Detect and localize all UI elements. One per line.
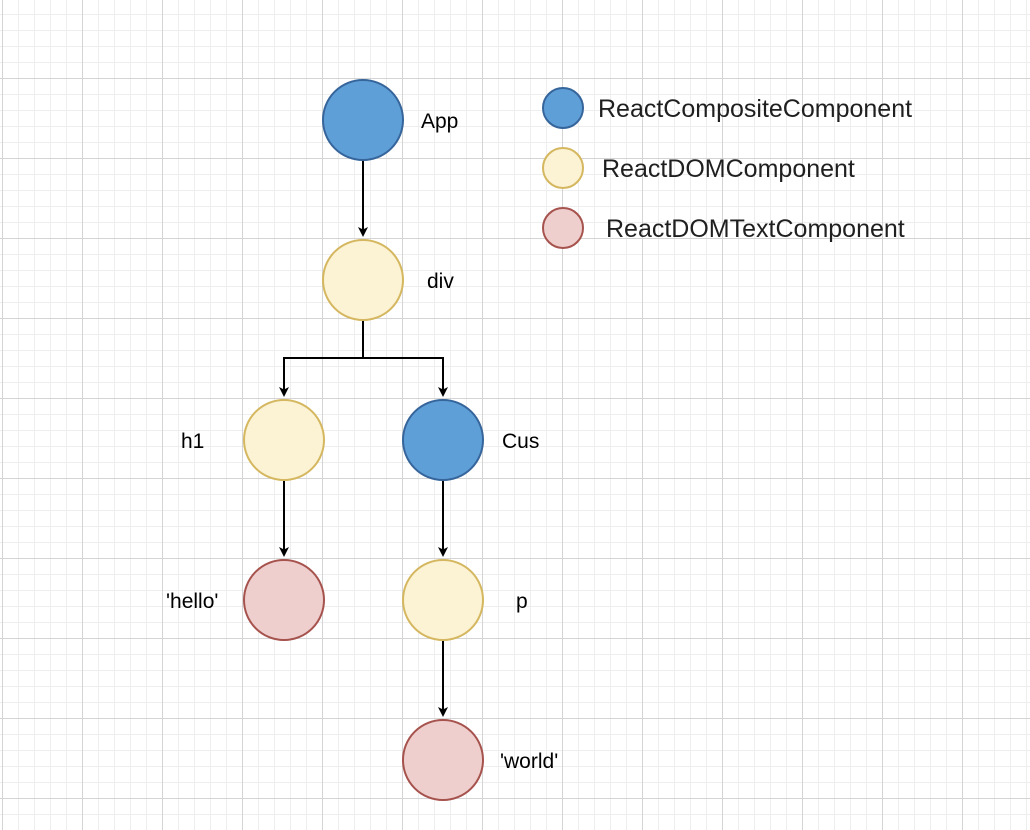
node-world-label: 'world' xyxy=(500,750,558,773)
node-app-circle[interactable] xyxy=(322,79,404,161)
legend-swatch-text xyxy=(542,207,584,249)
node-h1-label: h1 xyxy=(181,430,204,453)
node-div-circle[interactable] xyxy=(322,239,404,321)
legend-label-dom: ReactDOMComponent xyxy=(602,155,855,183)
legend-swatch-composite xyxy=(542,87,584,129)
node-div[interactable]: div xyxy=(322,239,454,321)
legend-label-text: ReactDOMTextComponent xyxy=(606,215,905,243)
legend: ReactCompositeComponent ReactDOMComponen… xyxy=(542,87,912,249)
node-hello[interactable]: 'hello' xyxy=(166,559,325,641)
node-p[interactable]: p xyxy=(402,559,528,641)
node-p-circle[interactable] xyxy=(402,559,484,641)
node-h1-circle[interactable] xyxy=(243,399,325,481)
node-world[interactable]: 'world' xyxy=(402,719,558,801)
legend-swatch-dom xyxy=(542,147,584,189)
node-app[interactable]: App xyxy=(322,79,458,161)
node-app-label: App xyxy=(421,110,458,133)
legend-item-composite: ReactCompositeComponent xyxy=(542,87,912,129)
node-cus-circle[interactable] xyxy=(402,399,484,481)
node-div-label: div xyxy=(427,270,454,293)
node-world-circle[interactable] xyxy=(402,719,484,801)
legend-item-dom: ReactDOMComponent xyxy=(542,147,855,189)
node-cus[interactable]: Cus xyxy=(402,399,539,481)
node-h1[interactable]: h1 xyxy=(181,399,325,481)
node-hello-circle[interactable] xyxy=(243,559,325,641)
legend-label-composite: ReactCompositeComponent xyxy=(598,95,912,123)
node-p-label: p xyxy=(516,590,528,613)
nodes: App div h1 Cus 'hello' p xyxy=(166,79,558,801)
edge-div-cus xyxy=(363,357,448,397)
node-cus-label: Cus xyxy=(502,430,539,453)
edges xyxy=(279,160,448,717)
edge-div-h1 xyxy=(279,320,364,397)
node-hello-label: 'hello' xyxy=(166,590,218,613)
legend-item-text: ReactDOMTextComponent xyxy=(542,207,905,249)
